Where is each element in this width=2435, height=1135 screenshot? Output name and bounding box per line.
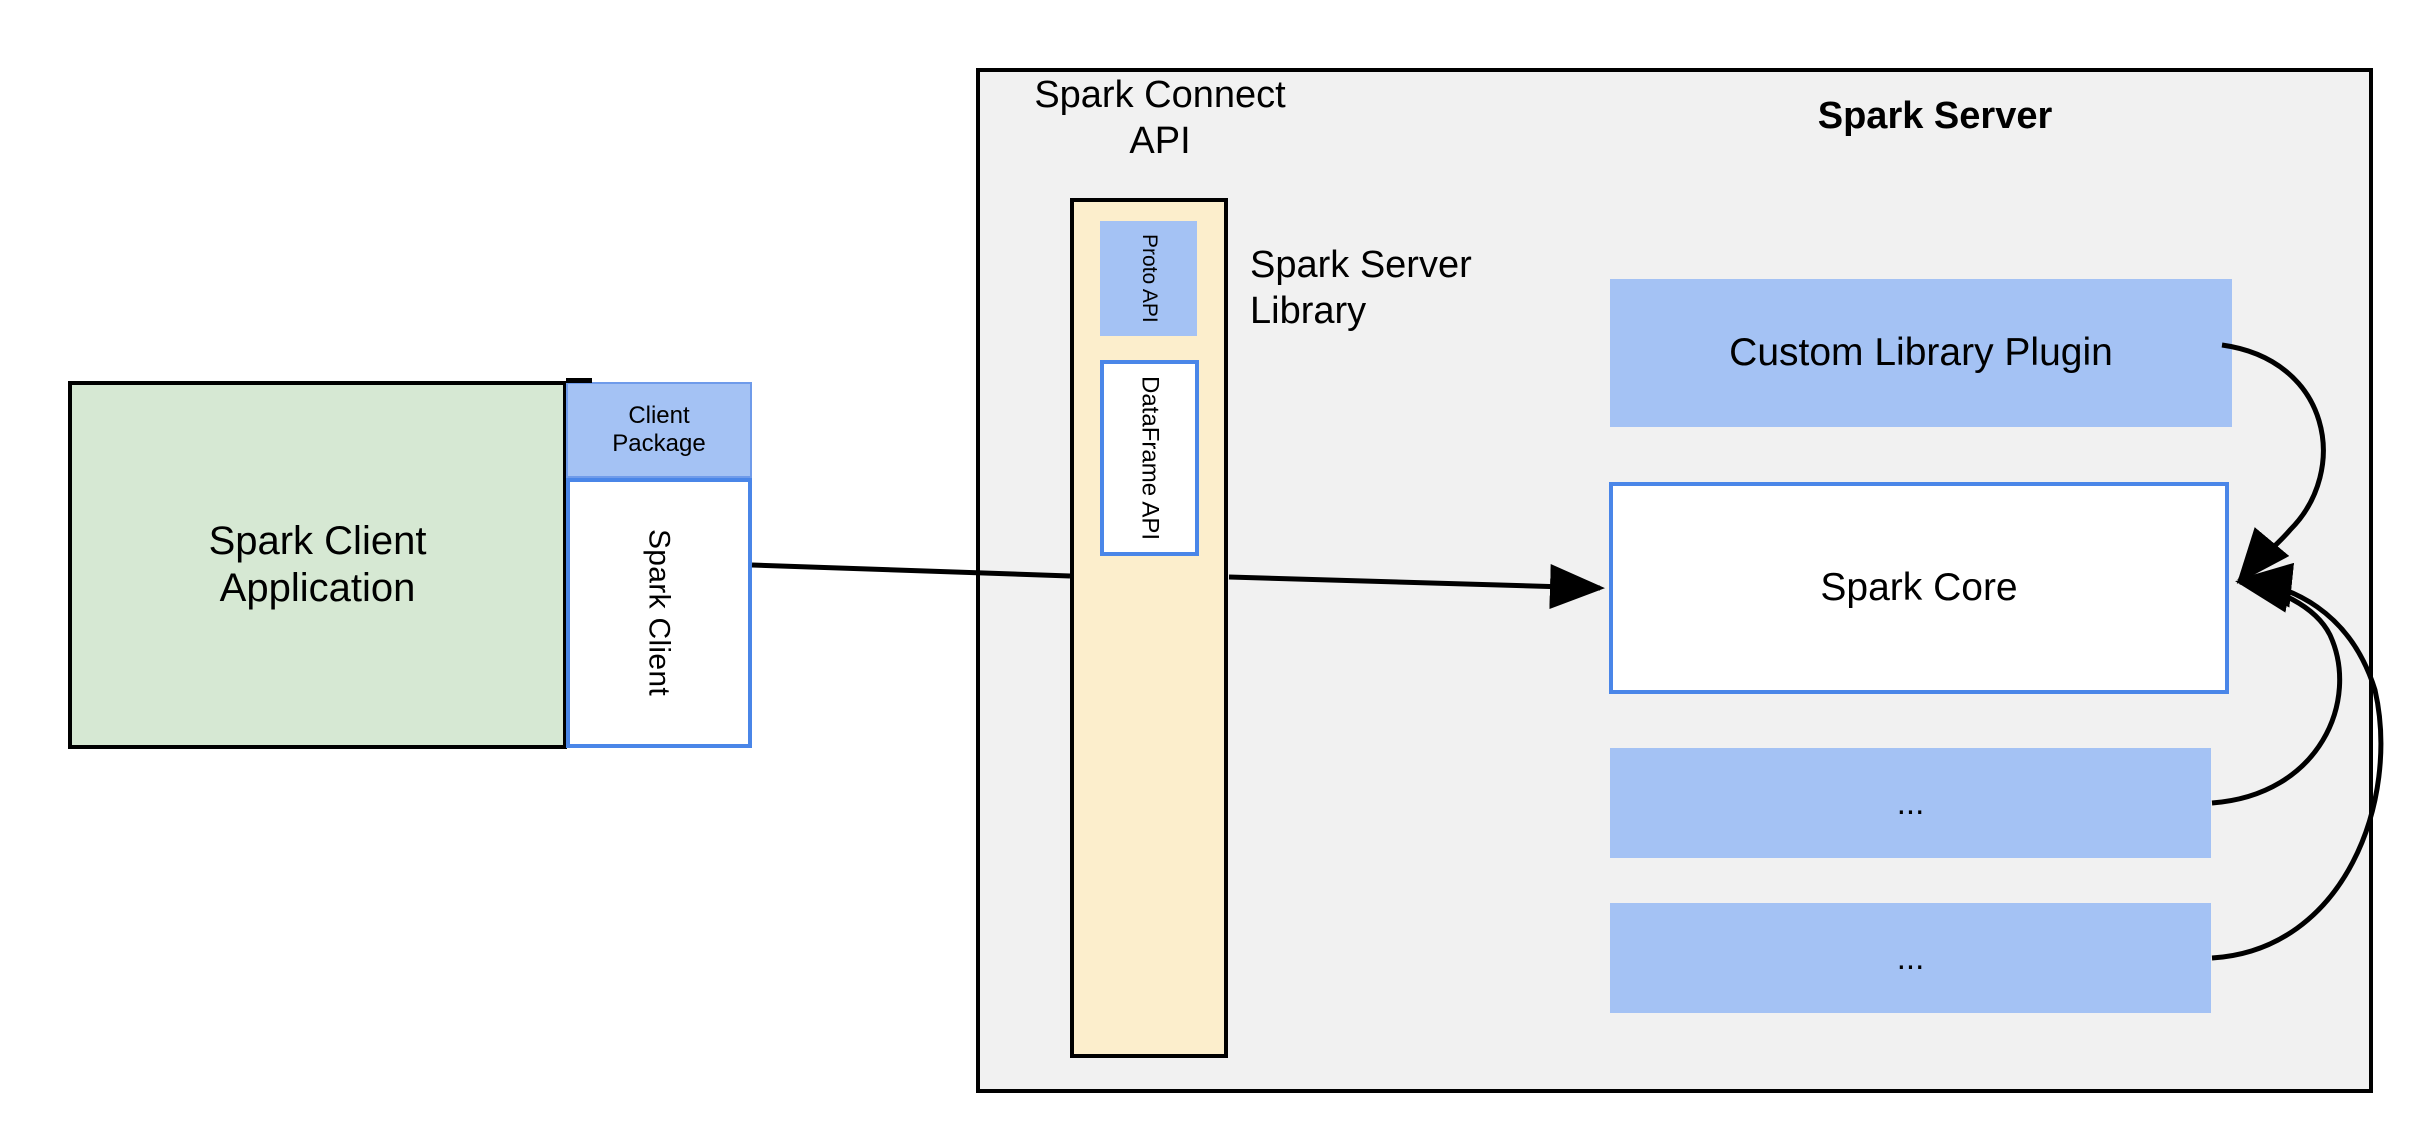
spark-core-box[interactable]: Spark Core: [1609, 482, 2229, 694]
spark-client-application-box[interactable]: Spark Client Application: [68, 381, 567, 749]
proto-api-label: Proto API: [1137, 234, 1161, 323]
spark-server-title: Spark Server: [1817, 95, 2053, 137]
custom-library-plugin-box[interactable]: Custom Library Plugin: [1610, 279, 2232, 427]
client-package-top-rule: [566, 378, 592, 383]
spark-connect-api-column[interactable]: [1070, 198, 1228, 1058]
dataframe-api-label: DataFrame API: [1136, 375, 1164, 541]
spark-core-label: Spark Core: [1820, 565, 2018, 609]
spark-client-application-label: Spark Client Application: [197, 518, 439, 612]
client-package-line2: Package: [612, 430, 706, 457]
spark-client-application-line1: Spark Client: [208, 518, 427, 563]
dataframe-api-box[interactable]: DataFrame API: [1100, 360, 1199, 556]
spark-connect-api-line1: Spark Connect: [1034, 74, 1286, 116]
client-package-line1: Client: [628, 401, 690, 429]
server-component-ellipsis-2[interactable]: ...: [1610, 903, 2211, 1013]
spark-server-library-line1: Spark Server: [1250, 244, 1472, 286]
server-component-ellipsis-1-label: ...: [1896, 783, 1925, 821]
spark-client-box[interactable]: Spark Client: [566, 478, 752, 748]
client-package-label: Client Package: [612, 402, 705, 459]
spark-connect-api-label: Spark Connect API: [1010, 72, 1310, 165]
spark-client-label: Spark Client: [642, 529, 676, 697]
proto-api-box[interactable]: Proto API: [1100, 221, 1197, 336]
server-component-ellipsis-1[interactable]: ...: [1610, 748, 2211, 858]
custom-library-plugin-label: Custom Library Plugin: [1729, 330, 2113, 374]
spark-client-application-line2: Application: [219, 566, 416, 610]
spark-connect-api-line2: API: [1129, 120, 1191, 163]
spark-server-library-line2: Library: [1250, 290, 1367, 333]
client-package-box[interactable]: Client Package: [566, 382, 752, 478]
server-component-ellipsis-2-label: ...: [1896, 938, 1925, 976]
spark-server-library-label: Spark Server Library: [1250, 242, 1590, 335]
